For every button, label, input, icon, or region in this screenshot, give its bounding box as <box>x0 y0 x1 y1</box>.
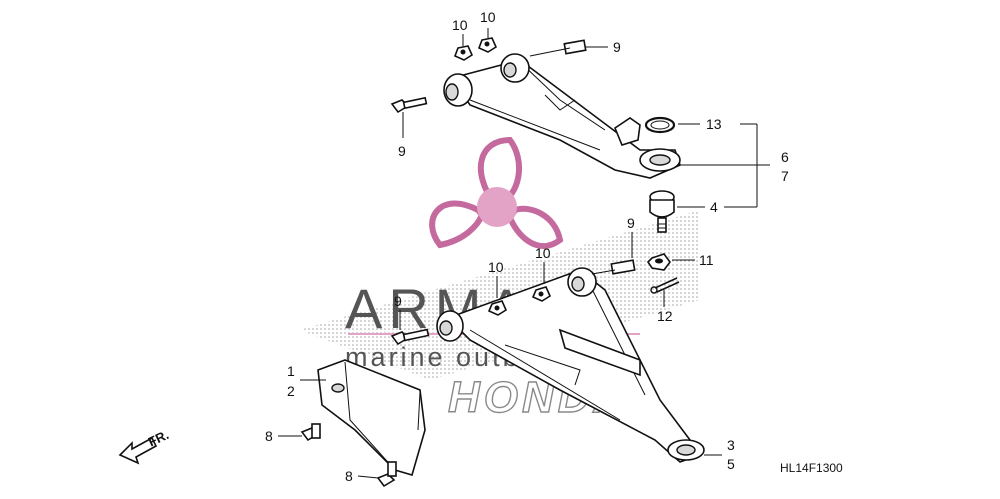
leader-lines <box>278 28 770 479</box>
front-arrow-label: FR. <box>146 427 171 449</box>
diagram-code: HL14F1300 <box>780 461 843 475</box>
guard-bolt-b <box>376 461 397 488</box>
guard-bolt-a <box>300 423 321 442</box>
front-direction-arrow-icon: FR. <box>118 427 171 465</box>
callout-guard-bolt-a: 8 <box>265 428 273 444</box>
callout-lower-nut-mid: 10 <box>535 245 551 261</box>
callout-upper-nut-b: 10 <box>480 9 496 25</box>
callout-guard-a: 1 <box>287 363 295 379</box>
lower-bolt-left <box>390 328 430 346</box>
lower-flange-nut-mid <box>531 286 552 302</box>
callout-upper-bolt-right: 9 <box>613 39 621 55</box>
arm-guard <box>317 359 426 476</box>
callout-labels: 10 10 9 9 13 6 7 4 9 10 10 11 12 9 1 2 8… <box>265 9 843 484</box>
propeller-logo-icon <box>429 136 564 249</box>
castle-nut <box>646 253 671 271</box>
upper-flange-nut-b <box>477 37 498 53</box>
callout-guard-bolt-b: 8 <box>345 468 353 484</box>
cotter-pin <box>650 277 680 294</box>
ball-joint <box>649 190 675 233</box>
lower-flange-nut-left <box>487 300 508 316</box>
callout-circlip: 13 <box>706 116 722 132</box>
callout-castle-nut: 11 <box>699 252 714 268</box>
callout-lower-arm-a: 3 <box>727 437 735 453</box>
callout-cotter-pin: 12 <box>657 308 673 324</box>
lower-bolt-right <box>591 259 636 275</box>
callout-upper-nut-a: 10 <box>452 17 468 33</box>
callout-upper-bolt-left: 9 <box>398 143 406 159</box>
callout-lower-arm-b: 5 <box>727 456 735 472</box>
callout-lower-bolt-left: 9 <box>394 293 402 309</box>
callout-upper-arm-a: 6 <box>781 149 789 165</box>
callout-lower-bolt-right: 9 <box>627 215 635 231</box>
upper-bolt-right <box>529 39 587 57</box>
upper-arm <box>443 53 681 179</box>
callout-lower-nut-left: 10 <box>488 259 504 275</box>
lower-arm <box>436 267 705 463</box>
upper-bolt-left <box>390 96 428 114</box>
callout-guard-b: 2 <box>287 383 295 399</box>
circlip <box>644 116 676 134</box>
callout-upper-arm-b: 7 <box>781 168 789 184</box>
upper-flange-nut-a <box>453 45 474 61</box>
callout-ball-joint: 4 <box>710 199 718 215</box>
